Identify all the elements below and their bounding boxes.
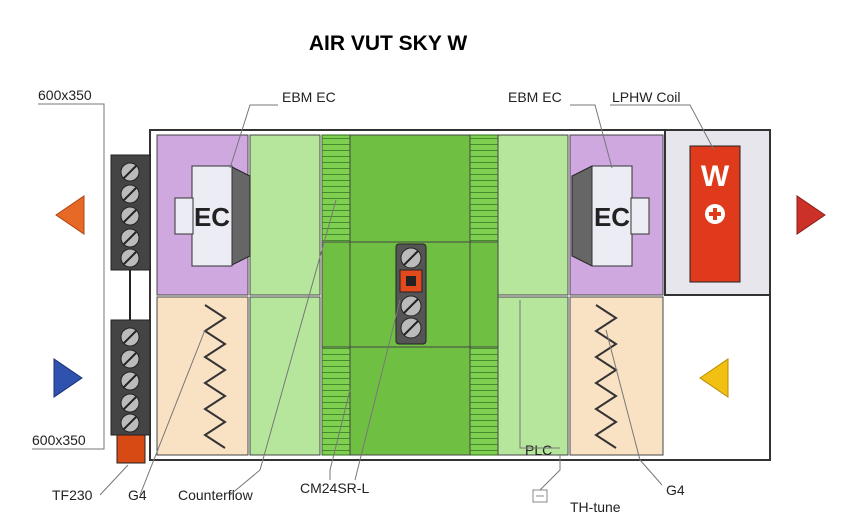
sensor-label: TF230 xyxy=(52,487,93,503)
coil-label: LPHW Coil xyxy=(612,89,680,105)
heater-label: W xyxy=(701,160,730,193)
counterflow-exchanger-top xyxy=(349,134,471,243)
heat-exchanger-fins xyxy=(321,346,351,456)
fan-left-text: EC xyxy=(194,202,230,232)
damper-label: CM24SR-L xyxy=(300,480,369,496)
filter-left-label: G4 xyxy=(128,487,147,503)
silencer-icon xyxy=(110,319,151,436)
controller-label: PLC xyxy=(525,442,552,458)
heat-exchanger-fins xyxy=(469,346,499,456)
controller-panel-label: TH-tune xyxy=(570,499,621,515)
exchanger-bay-bottom-right xyxy=(497,296,569,456)
heat-exchanger-fins xyxy=(321,134,351,243)
silencer-icon xyxy=(110,154,151,271)
exchanger-label: Counterflow xyxy=(178,487,254,503)
counterflow-exchanger-bottom xyxy=(349,346,471,456)
leader-lines xyxy=(32,103,715,496)
fan-icon: EC xyxy=(174,165,251,267)
exchanger-bay-bottom-left xyxy=(249,296,321,456)
arrow-left-icon xyxy=(55,195,85,235)
duct-size-bottom: 600x350 xyxy=(32,432,86,448)
arrow-right-icon xyxy=(796,195,826,235)
fan-icon: EC xyxy=(571,165,650,267)
fan-left-label: EBM EC xyxy=(282,89,336,105)
exchanger-bay-top-left xyxy=(249,134,321,296)
filter-right-label: G4 xyxy=(666,482,685,498)
filter-section-right xyxy=(569,296,664,456)
duct-size-top: 600x350 xyxy=(38,87,92,103)
arrow-left-icon xyxy=(699,358,729,398)
damper-icon xyxy=(395,243,427,345)
exchanger-bay-top-right xyxy=(497,134,569,296)
filter-icon xyxy=(203,304,227,449)
fan-right-text: EC xyxy=(594,202,630,232)
arrow-right-icon xyxy=(53,358,83,398)
heat-exchanger-fins xyxy=(469,134,499,243)
fan-right-label: EBM EC xyxy=(508,89,562,105)
sensor-block xyxy=(116,434,146,464)
filter-section-left xyxy=(156,296,249,456)
filter-icon xyxy=(594,304,618,449)
diagram-title: AIR VUT SKY W xyxy=(309,32,467,55)
